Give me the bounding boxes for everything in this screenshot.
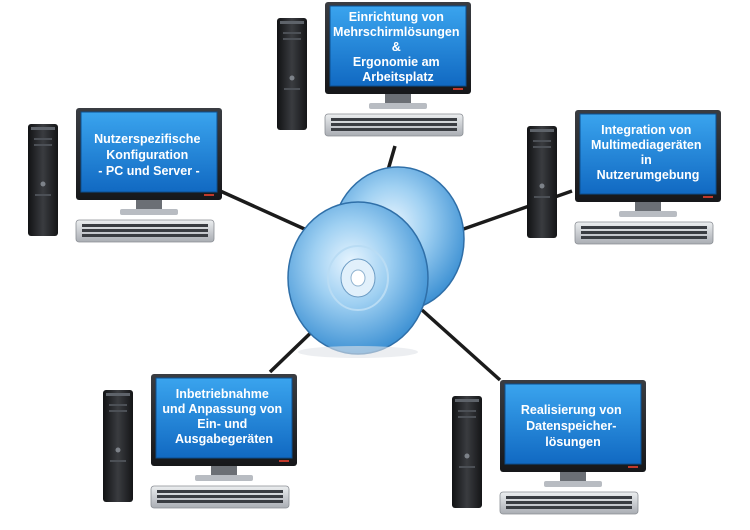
workstation-left: Nutzerspezifische Konfiguration - PC und… <box>27 107 223 243</box>
node-label-right: Integration von Multimediageräten in Nut… <box>591 123 705 182</box>
workstation-bottom-right: Realisierung von Datenspeicher- lösungen <box>451 379 647 515</box>
node-label-left: Nutzerspezifische Konfiguration - PC und… <box>94 132 204 178</box>
workstation-right: Integration von Multimediageräten in Nut… <box>526 109 722 245</box>
workstation-bottom-left: Inbetriebnahme und Anpassung von Ein- un… <box>102 373 298 509</box>
node-label-top: Einrichtung von Mehrschirmlösungen & Erg… <box>333 10 463 84</box>
workstation-top: Einrichtung von Mehrschirmlösungen & Erg… <box>276 1 472 137</box>
node-label-bottom-left: Inbetriebnahme und Anpassung von Ein- un… <box>162 387 285 446</box>
node-label-bottom-right: Realisierung von Datenspeicher- lösungen <box>521 403 625 449</box>
optical-disc-stack-icon <box>287 166 465 358</box>
